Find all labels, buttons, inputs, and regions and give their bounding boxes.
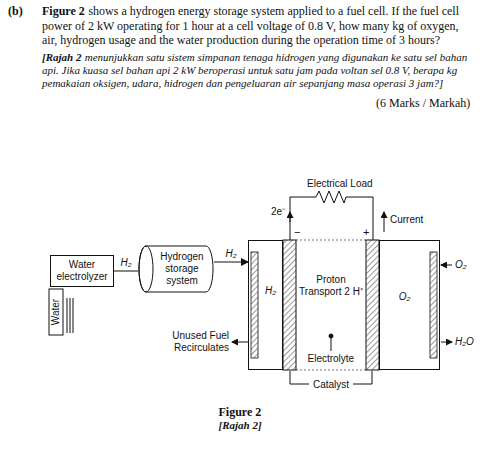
figure-caption: [Rajah 2]	[219, 419, 262, 432]
cathode-chamber: O₂	[379, 240, 440, 370]
load-label: Electrical Load	[307, 178, 373, 190]
figure-reference: Figure 2	[42, 4, 85, 18]
gas-label: H₂O	[455, 336, 474, 348]
electrode-plates	[251, 240, 437, 370]
node-text: H₂	[265, 285, 276, 297]
question-malay: [Rajah 2menunjukkan satu sistem simpanan…	[42, 51, 472, 90]
electrolyzer-box: Water electrolyzer	[50, 255, 114, 287]
electrolyte-label: Electrolyte	[308, 353, 355, 365]
polarity-sign: −	[294, 226, 300, 238]
pipe-connector	[214, 262, 248, 263]
gas-label: O₂	[455, 259, 467, 271]
anode-chamber: H₂	[248, 240, 283, 370]
node-text: Proton Transport 2 H⁺	[296, 274, 366, 298]
electrolyte-region: Proton Transport 2 H⁺	[296, 240, 366, 332]
load-circuit	[290, 191, 384, 240]
storage-cylinder: Hydrogen storage system	[138, 245, 214, 293]
question-text: menunjukkan satu sistem simpanan tenaga …	[42, 51, 467, 89]
pipe-connector	[114, 271, 138, 272]
figure-reference: [Rajah 2	[42, 51, 81, 63]
electron-label: 2e⁻	[271, 206, 285, 218]
recirculation-label: Unused Fuel Recirculates	[159, 330, 229, 354]
edge-label: H₂	[225, 248, 238, 260]
question-english: Figure 2shows a hydrogen energy storage …	[42, 4, 472, 48]
node-text: O₂	[399, 291, 411, 303]
catalyst-label: Catalyst	[313, 379, 349, 391]
electrolyte-pointer	[290, 334, 372, 384]
water-label: Water	[50, 299, 62, 325]
current-label: Current	[390, 214, 423, 226]
part-label: (b)	[8, 4, 23, 19]
node-text: Water electrolyzer	[54, 259, 110, 283]
edge-label: H₂	[120, 257, 133, 269]
gas-arrows	[232, 265, 452, 342]
water-inlet	[49, 289, 73, 335]
polarity-sign: +	[363, 226, 369, 238]
node-text: Hydrogen storage system	[154, 251, 210, 287]
figure-caption: Figure 2	[219, 405, 262, 419]
question-text: shows a hydrogen energy storage system a…	[42, 4, 459, 47]
marks-note: (6 Marks / Markah)	[376, 96, 470, 110]
